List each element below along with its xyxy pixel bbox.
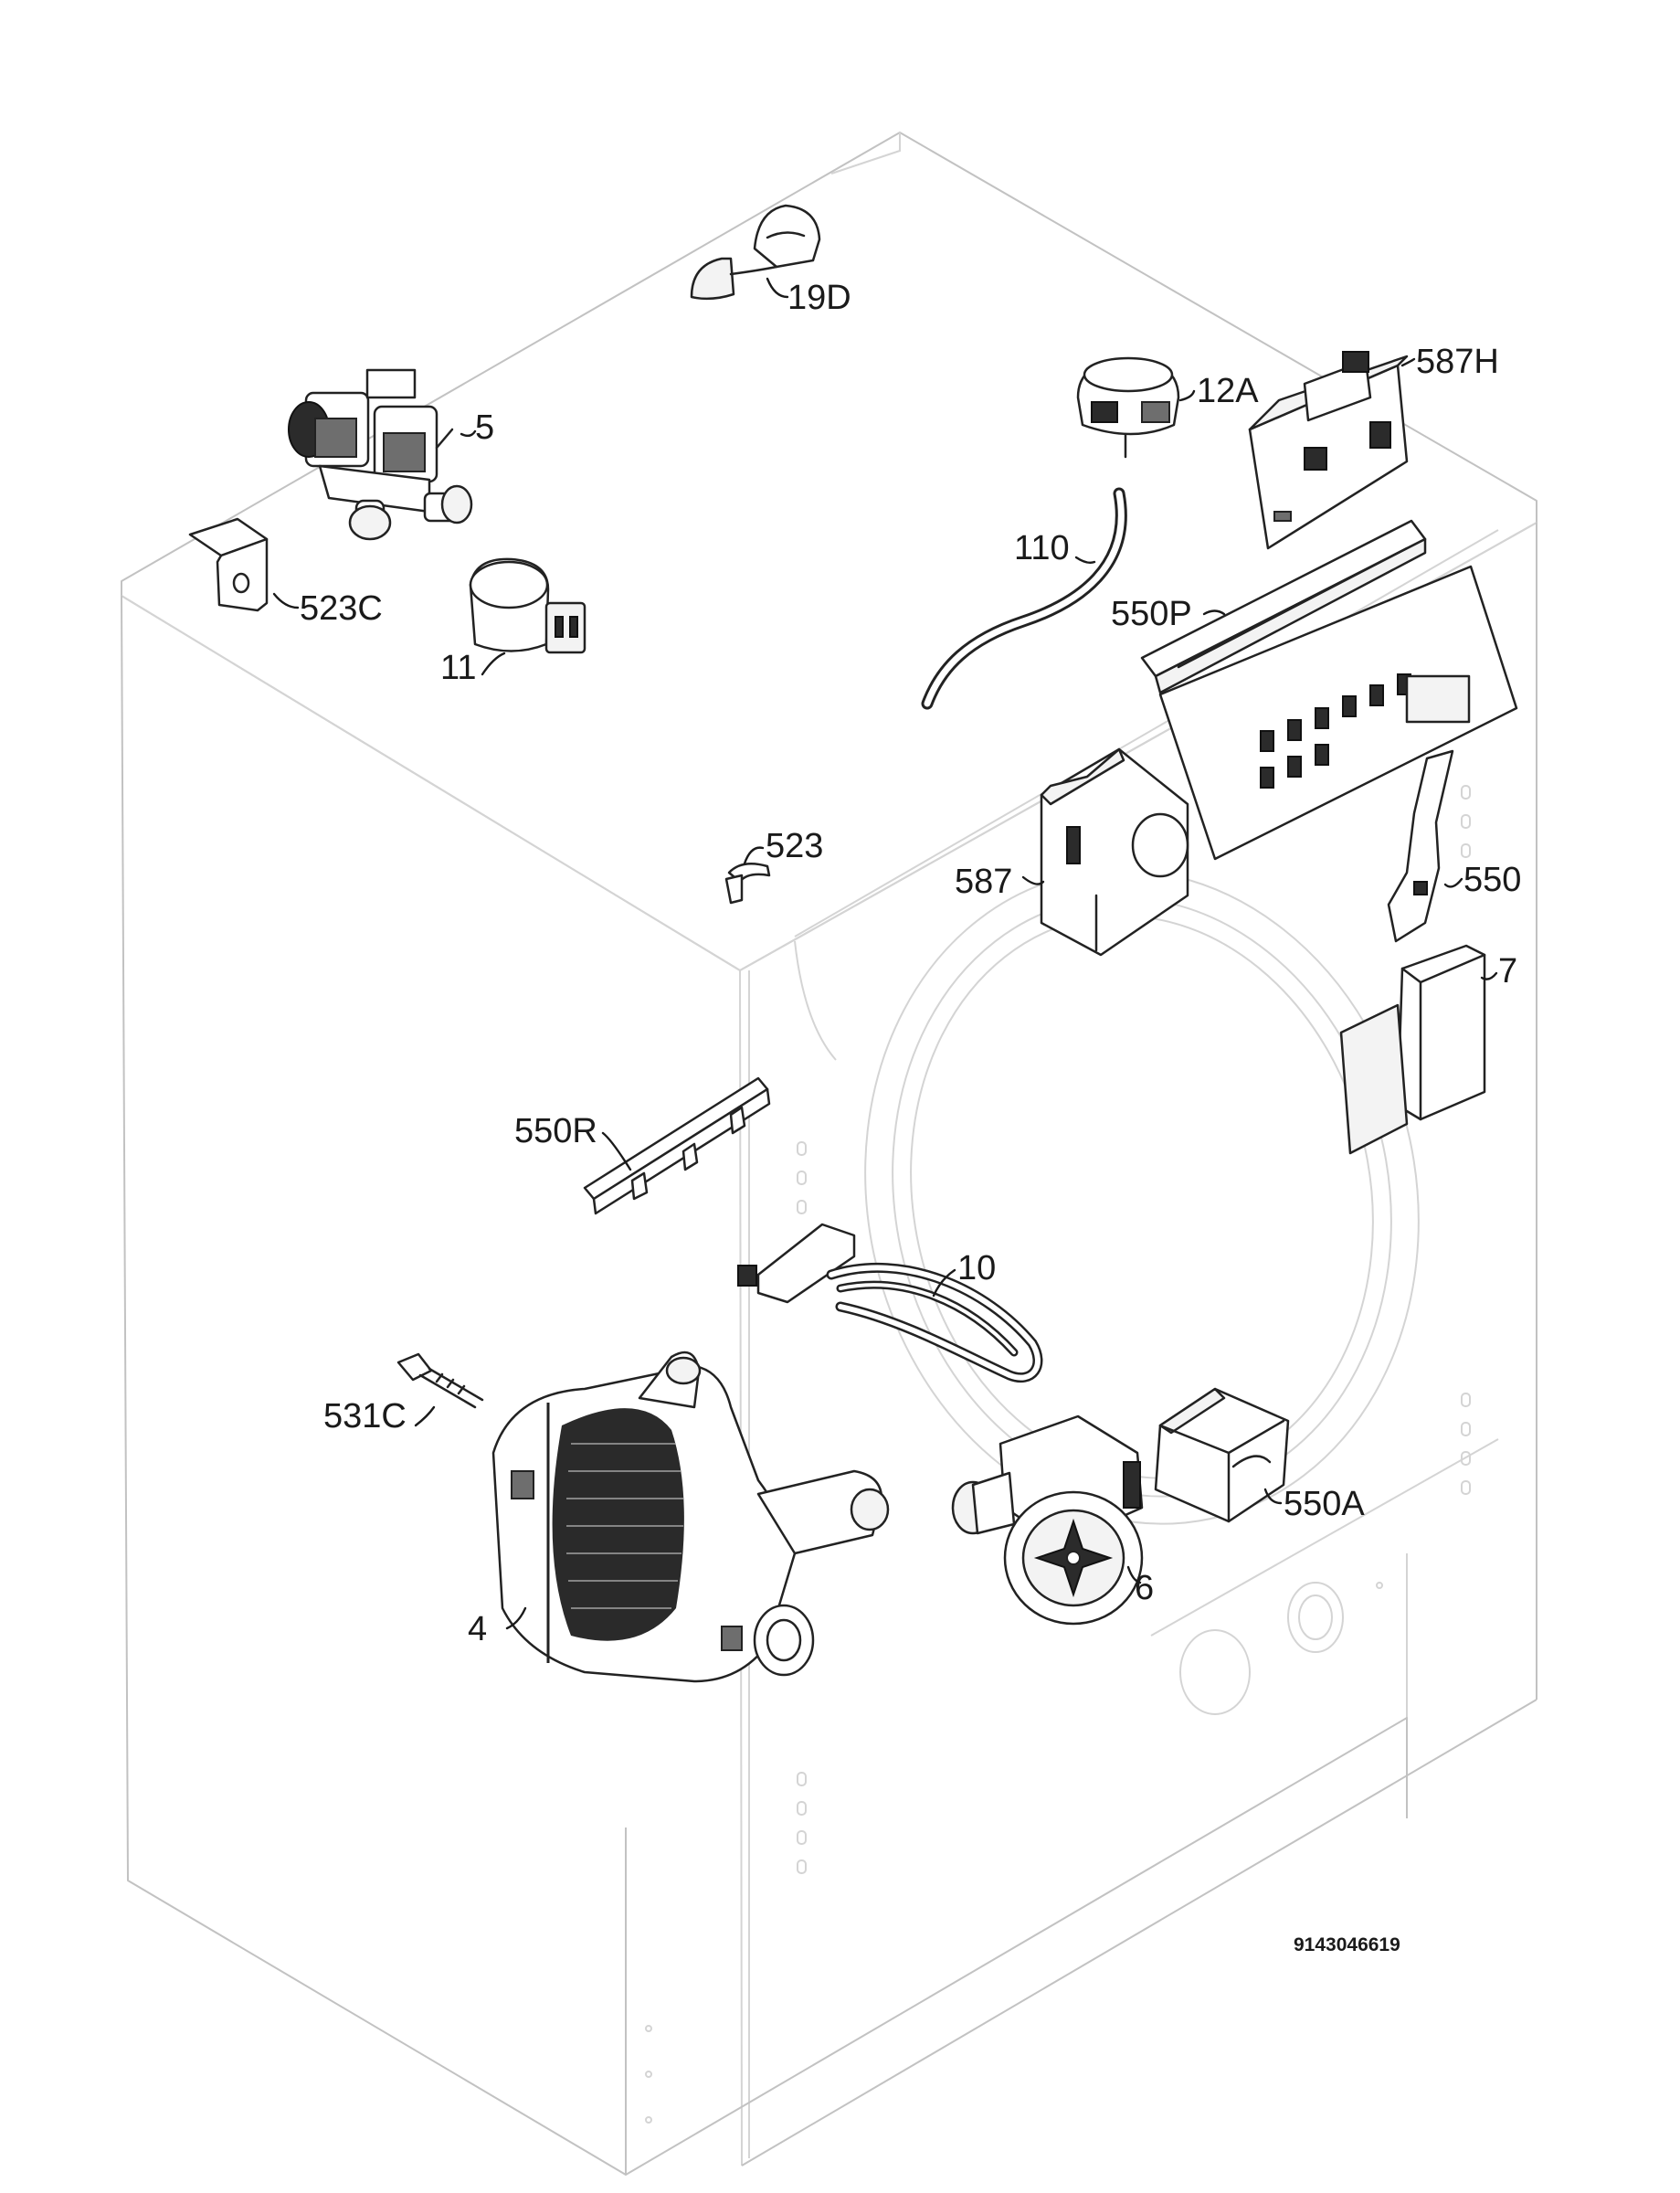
part-110-hose: [921, 487, 1127, 710]
callout-5: 5: [475, 408, 494, 447]
callout-550: 550: [1463, 861, 1521, 899]
part-12a-pressure-switch: [1076, 356, 1180, 459]
callout-550r: 550R: [514, 1112, 597, 1150]
callout-523: 523: [766, 827, 823, 865]
part-11-suppressor: [469, 557, 586, 654]
callout-531c: 531C: [323, 1397, 407, 1436]
callout-6: 6: [1135, 1569, 1154, 1607]
part-531c-screw: [396, 1352, 484, 1409]
callout-550p: 550P: [1111, 595, 1192, 633]
part-550-lever: [1387, 749, 1454, 943]
part-550a-cover: [1154, 1387, 1290, 1523]
callout-labels: 19D 587H 12A 5 110 523C 550P 11 523 587 …: [300, 279, 1521, 1955]
part-587h-module: [1248, 351, 1409, 550]
part-7-module-box: [1339, 944, 1486, 1155]
callout-4: 4: [468, 1610, 487, 1648]
callout-110: 110: [1014, 529, 1070, 567]
callout-19d: 19D: [787, 279, 851, 317]
part-523-clip: [724, 862, 771, 905]
callout-523c: 523C: [300, 589, 383, 628]
part-19d-grommet: [690, 204, 821, 301]
part-10-heating-element: [737, 1223, 1043, 1383]
part-6-drain-pump: [951, 1414, 1144, 1626]
callout-587: 587: [955, 863, 1012, 901]
part-550-main-board: [1158, 565, 1518, 861]
part-550p-light-strip: [1140, 519, 1427, 694]
document-number: 9143046619: [1294, 1934, 1400, 1955]
part-550r-bracket: [583, 1076, 771, 1215]
callout-12a: 12A: [1197, 372, 1259, 410]
callout-11: 11: [440, 649, 476, 687]
part-4-motor: [491, 1351, 890, 1683]
part-587-door-lock: [1040, 747, 1189, 957]
part-523c-bracket: [188, 517, 269, 612]
callout-587h: 587H: [1416, 343, 1499, 381]
callout-550a: 550A: [1284, 1485, 1365, 1523]
callout-leader-lines: [272, 277, 1498, 1630]
part-5-inlet-valve: [288, 368, 473, 541]
callout-10: 10: [957, 1249, 996, 1287]
callout-7: 7: [1498, 952, 1517, 991]
